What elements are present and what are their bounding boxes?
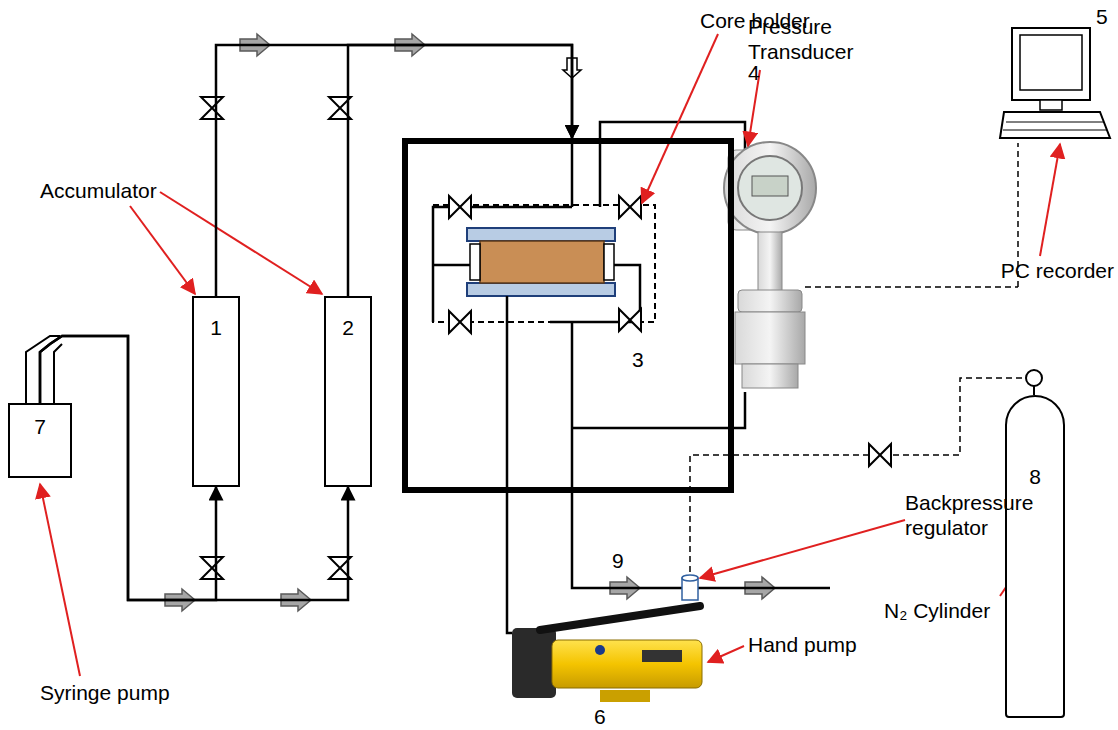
cylinder-neck — [1033, 386, 1035, 395]
gas-line — [690, 378, 1024, 572]
backpressure-regulator — [682, 575, 698, 600]
callout-number: 8 — [1029, 465, 1041, 489]
hand-pump — [512, 606, 702, 702]
part-label: Accumulator — [40, 178, 157, 203]
callout-number: 7 — [34, 415, 46, 439]
cylinder-valve — [1026, 370, 1042, 386]
pressure-transducer — [724, 142, 816, 388]
flow-arrows — [165, 34, 775, 611]
callout-number: 5 — [1096, 4, 1108, 29]
part-label: Syringe pump — [40, 680, 170, 705]
accumulator-vessel: 1 — [192, 296, 240, 487]
tubing — [507, 122, 830, 633]
signal-line — [805, 286, 1018, 288]
part-label: N₂ Cylinder — [884, 598, 990, 623]
part-label: Pressure Transducer — [748, 14, 860, 64]
callout-number: 4 — [748, 60, 760, 85]
gas-cylinder: 8 — [1005, 395, 1065, 718]
accumulator-vessel: 2 — [324, 296, 372, 487]
part-label: PC recorder — [1001, 258, 1114, 283]
tubing-connector — [348, 45, 572, 296]
callout-number: 6 — [594, 704, 606, 729]
oven-enclosure: 3 — [402, 138, 734, 493]
callout-number: 2 — [342, 316, 354, 340]
callout-number: 1 — [210, 316, 222, 340]
syringe-spout — [26, 336, 62, 403]
pump-box: 7 — [8, 403, 72, 478]
part-label: Hand pump — [748, 632, 857, 657]
pc-recorder — [1000, 28, 1110, 138]
core-holder — [433, 138, 655, 333]
callout-number: 9 — [612, 548, 624, 573]
part-label: Backpressure regulator — [905, 490, 1055, 540]
callout-number: 3 — [632, 348, 644, 372]
gas-valve — [869, 444, 891, 466]
tubing-connector — [216, 45, 572, 296]
leader-arrows — [40, 34, 1060, 676]
